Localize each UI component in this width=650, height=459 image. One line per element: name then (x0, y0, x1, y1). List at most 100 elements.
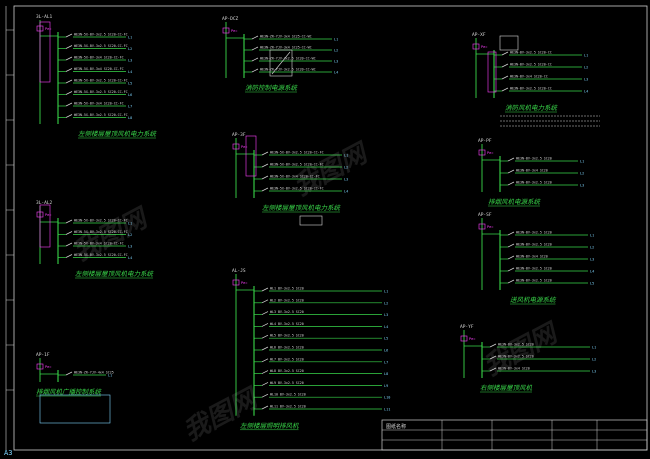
circuit-number-label: L6 (128, 93, 132, 97)
circuit-spec-label: WE3N-5X-BV-3x4 SC20-CC-FC (74, 102, 124, 106)
circuit-spec-label: WE3N-BV-3x2.5 SC20 (516, 181, 552, 185)
circuit-number-label: L4 (128, 70, 132, 74)
main-breaker-symbol (222, 27, 230, 34)
load-param-label: Pe= (45, 365, 51, 369)
breaker-contact (507, 243, 515, 248)
circuit-spec-label: WE3N-ZR-YJV-3x4 SC25-CC-WC (260, 35, 312, 39)
panel-caption: 右侧楼层屋顶风机 (480, 384, 533, 392)
breaker-contact (251, 35, 259, 40)
circuit-number-label: L4 (384, 325, 388, 329)
panel-header: AP-DCZ (222, 16, 239, 22)
circuit-spec-label: WE3N-ZR-YJV-3x4 SC25-CC-WC (260, 46, 312, 50)
circuit-spec-label: WE3N-BV-3x2.5 SC20 (498, 355, 534, 359)
main-breaker-symbol (232, 143, 240, 150)
circuit-number-label: L3 (580, 184, 584, 188)
load-param-label: Pe= (487, 151, 493, 155)
breaker-contact (261, 299, 269, 304)
breaker-contact (65, 254, 73, 258)
breaker-contact (65, 371, 73, 376)
panel-caption: 排烟风机广播控制系统 (36, 388, 103, 396)
circuit-spec-label: WE3N-5X-BV-3x2.5 SC20-CC-FC (270, 163, 324, 167)
circuit-number-label: L2 (128, 47, 132, 51)
breaker-contact (261, 151, 269, 156)
breaker-contact (65, 45, 73, 49)
circuit-spec-label: WL10 BV-3x2.5 SC20 (270, 393, 306, 397)
circuit-spec-label: WE3N-5X-BV-3x2.5 SC20-CC-FC (74, 219, 128, 223)
contactor-box (487, 51, 497, 93)
circuit-number-label: L8 (384, 372, 388, 376)
circuit-number-label: L9 (384, 384, 388, 388)
circuit-spec-label: WE3N-BV-3x2.5 SC20 (516, 267, 552, 271)
load-param-label: Pe= (45, 27, 51, 31)
breaker-contact (261, 163, 269, 168)
circuit-number-label: L10 (384, 396, 390, 400)
breaker-contact (65, 114, 73, 118)
panel-header: AP-YF (460, 324, 474, 330)
breaker-contact (261, 393, 269, 398)
breaker-contact (501, 51, 509, 56)
circuit-spec-label: WE3N-5X-BV-3x2.5 SC20-CC-FC (74, 90, 128, 94)
circuit-number-label: L1 (384, 290, 388, 294)
breaker-contact (65, 56, 73, 61)
panel-caption: 消防控制电源系统 (245, 84, 299, 92)
circuit-spec-label: WE3N-5X-BV-3x2.5 SC20-CC-FC (270, 151, 324, 155)
breaker-contact (65, 91, 73, 95)
panel-caption: 左侧楼层屋顶风机电力系统 (75, 270, 155, 278)
circuit-number-label: L3 (128, 59, 132, 63)
load-param-label: Pe= (241, 281, 247, 285)
breaker-contact (261, 311, 269, 315)
breaker-contact (261, 187, 269, 192)
title-block (381, 419, 648, 451)
circuit-number-label: L3 (334, 60, 338, 64)
breaker-contact (507, 267, 515, 272)
circuit-number-label: L4 (344, 190, 348, 194)
circuit-spec-label: WE3N-BV-3x2.5 SC20-CC (510, 63, 552, 67)
circuit-number-label: L1 (108, 374, 112, 378)
circuit-spec-label: WE3N-5X-BV-3x2.5 SC20-CC-FC (74, 113, 128, 117)
drawing-frame (13, 5, 648, 451)
breaker-contact (501, 63, 509, 68)
circuit-spec-label: WE3N-BV-3x4 SC20-CC (510, 75, 548, 79)
breaker-contact (65, 242, 73, 247)
circuit-number-label: L3 (384, 313, 388, 317)
circuit-spec-label: WE3N-5X-BV-3x4 SC20-CC-FC (74, 56, 124, 60)
panel-header: 3L-AL2 (36, 200, 53, 206)
circuit-number-label: L4 (334, 71, 338, 75)
circuit-spec-label: WE3N-BV-3x2.5 SC20 (516, 243, 552, 247)
main-breaker-symbol (478, 223, 486, 230)
breaker-contact (501, 75, 509, 80)
breaker-contact (507, 231, 515, 236)
breaker-contact (261, 405, 269, 410)
breaker-contact (489, 343, 497, 348)
circuit-spec-label: WE3N-ZR-YJV-3x2.5 SC20-CC-WC (260, 68, 316, 72)
breaker-contact (261, 382, 269, 386)
panel-header: AP-1F (36, 352, 50, 358)
main-breaker-symbol (232, 279, 240, 286)
breaker-contact (507, 157, 515, 162)
circuit-number-label: L2 (592, 358, 596, 362)
circuit-number-label: L5 (590, 282, 594, 286)
breaker-contact (261, 334, 269, 339)
circuit-spec-label: WL6 BV-3x2.5 SC20 (270, 346, 304, 350)
circuit-number-label: L1 (590, 234, 594, 238)
circuit-spec-label: WE3N-ZR-YJV-4x4 SC25 (74, 371, 114, 375)
circuit-spec-label: WL7 BV-3x2.5 SC20 (270, 357, 304, 361)
breaker-contact (507, 279, 515, 284)
circuit-number-label: L2 (334, 49, 338, 53)
control-box (39, 394, 111, 424)
circuit-number-label: L11 (384, 408, 390, 412)
meter-box (299, 215, 323, 226)
panel-header: AP-3F (232, 132, 246, 138)
breaker-contact (251, 68, 259, 73)
control-box (499, 35, 519, 51)
main-breaker-symbol (472, 43, 480, 50)
circuit-number-label: L7 (384, 360, 388, 364)
circuit-number-label: L1 (128, 222, 132, 226)
breaker-contact (261, 346, 269, 351)
breaker-contact (261, 287, 269, 292)
circuit-spec-label: WE3N-5X-BV-3x2.5 SC20-CC-FC (74, 253, 128, 257)
circuit-spec-label: WE3N-5X-BV-3x2.5 SC20-CC-FC (74, 230, 128, 234)
load-param-label: Pe= (481, 45, 487, 49)
circuit-number-label: L2 (344, 166, 348, 170)
